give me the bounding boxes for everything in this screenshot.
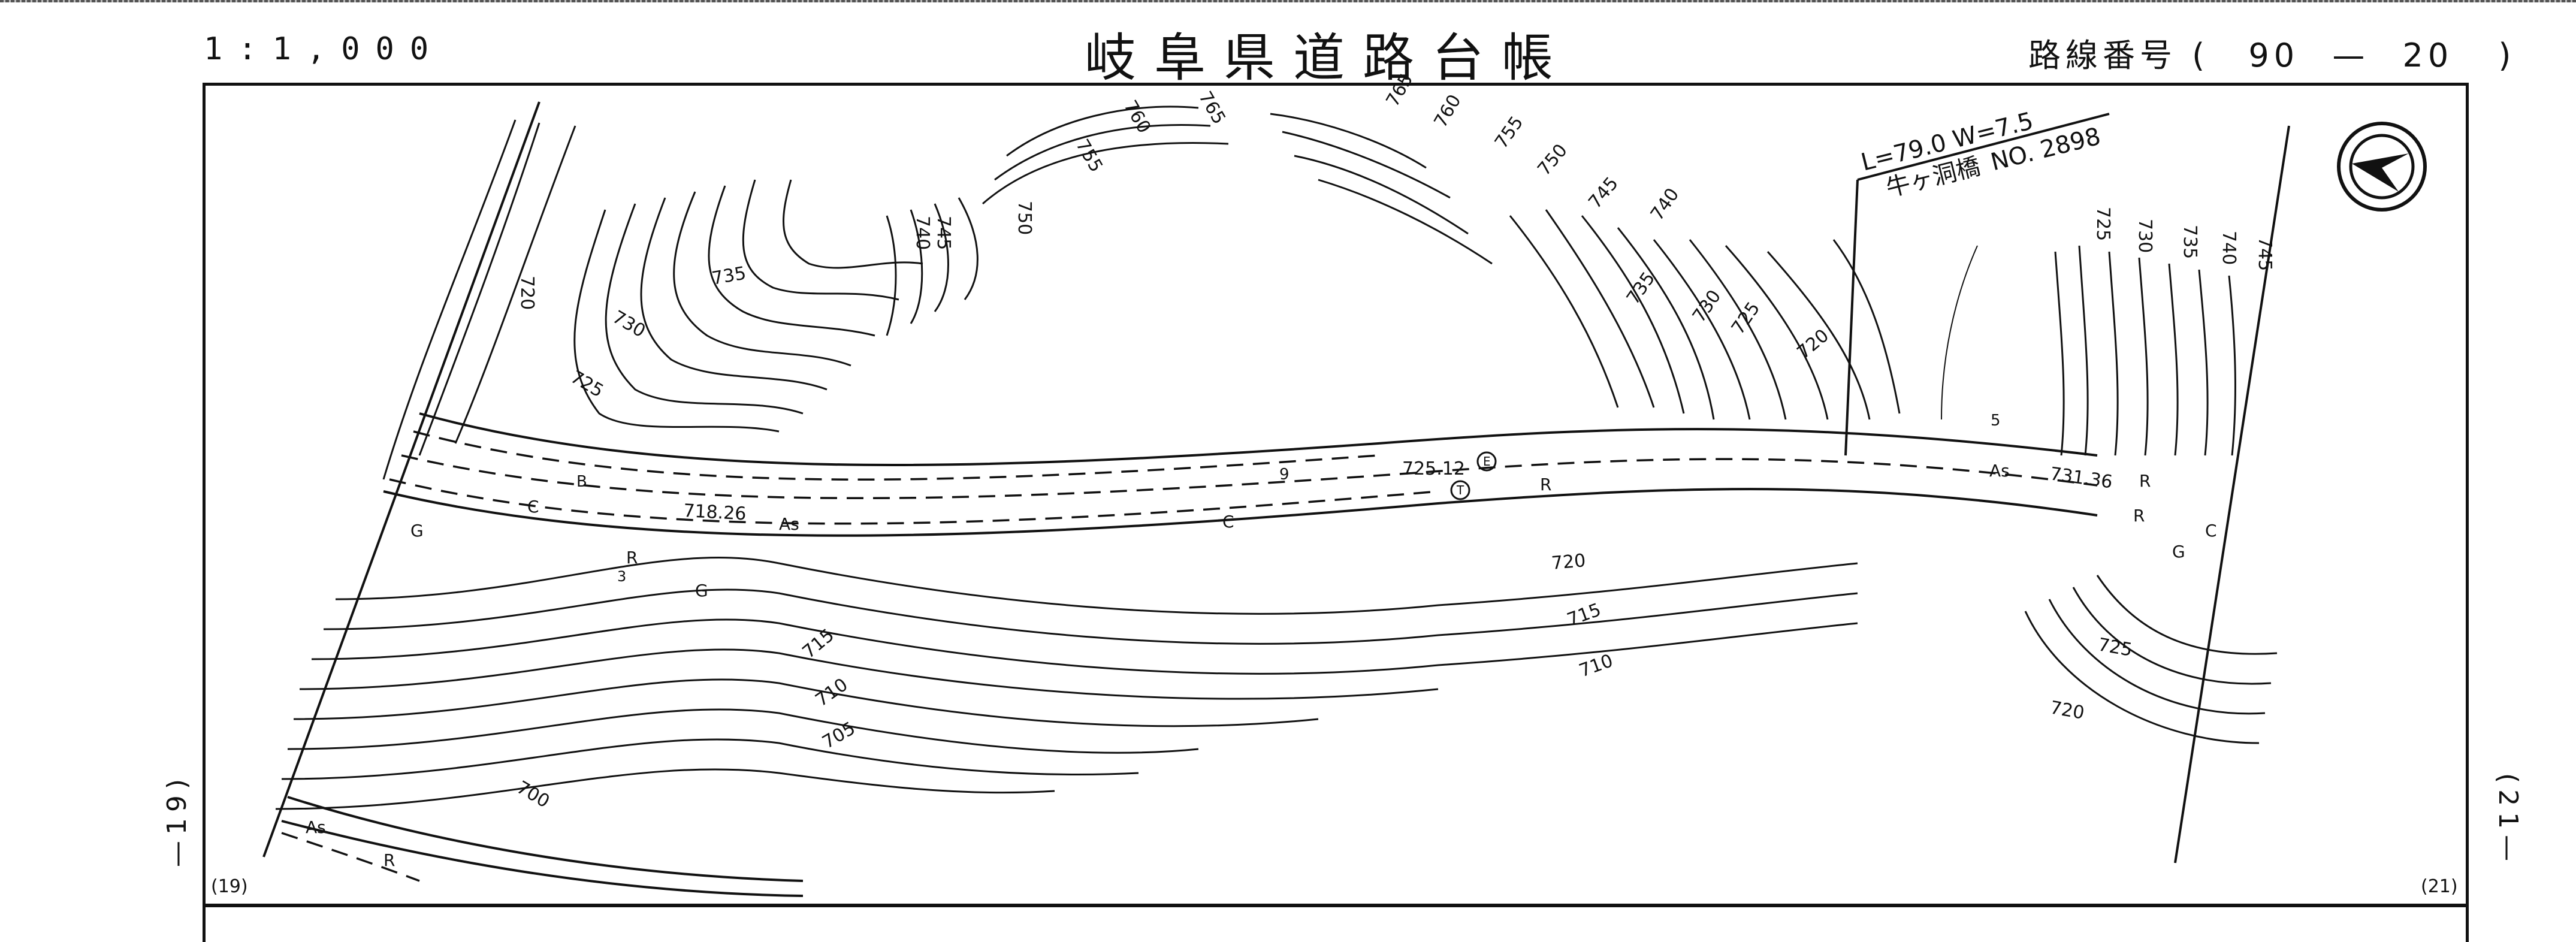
- guardrail-label-1: G: [410, 521, 424, 541]
- contour-label: 710: [812, 674, 852, 711]
- curb-label-2: C: [1222, 512, 1234, 532]
- electric-pole-icon: E: [1476, 451, 1497, 472]
- asphalt-label-1: As: [779, 514, 799, 534]
- number-3-label: 3: [617, 568, 626, 585]
- contour-label: 705: [819, 718, 859, 753]
- road: [383, 412, 2098, 537]
- retaining-label-4: R: [2133, 506, 2145, 526]
- contour-label: 720: [1551, 550, 1587, 574]
- contour-label: 765: [1194, 88, 1230, 128]
- contour-label: 760: [1119, 97, 1155, 137]
- contour-label: 720: [2049, 697, 2086, 723]
- next-page-reference[interactable]: (21): [2421, 876, 2458, 897]
- bridge-vertical-line: [1844, 179, 1859, 456]
- contour-label: 725: [2092, 207, 2113, 241]
- contour-label: 740: [1647, 185, 1684, 225]
- contour-label: 760: [1430, 91, 1466, 131]
- contour-label: 720: [1793, 325, 1833, 364]
- contour-label: 735: [1623, 268, 1660, 309]
- frame-right-extension: [2466, 907, 2469, 942]
- sheet-title: 岐阜県道路台帳: [1085, 28, 1571, 88]
- contour-label: 720: [517, 276, 537, 310]
- contour-label: 710: [1577, 650, 1616, 681]
- contours-lower-right: [2024, 575, 2278, 744]
- bridge-label: L=79.0 W=7.5 牛ヶ洞橋 NO. 2898: [1858, 107, 2103, 203]
- contour-label: 745: [2254, 237, 2275, 271]
- block-label: B: [576, 473, 587, 491]
- road-edge-north: [419, 412, 2098, 466]
- contour-label: 730: [2134, 219, 2155, 253]
- contours-hill: [982, 105, 1493, 265]
- road-shoulder-north: [413, 430, 1379, 481]
- bridge-leader-line: [1857, 113, 2110, 181]
- contour-label: 750: [1014, 201, 1035, 235]
- frame-left-extension: [203, 907, 206, 942]
- contour-label: 725: [567, 367, 607, 402]
- curb-label-1: C: [527, 497, 539, 517]
- contour-label: 725: [1728, 298, 1765, 339]
- retaining-label-5: R: [383, 850, 395, 870]
- telephone-pole-icon: T: [1450, 480, 1470, 500]
- contour-label: 715: [1565, 599, 1604, 630]
- contour-label: 700: [513, 777, 553, 813]
- contour-label: 765: [1382, 70, 1418, 110]
- contour-label: 745: [933, 216, 954, 250]
- contour-label: 755: [1491, 113, 1528, 153]
- road-edge-south: [383, 488, 2098, 537]
- curb-label-3: C: [2205, 521, 2217, 541]
- retaining-label-2: R: [1540, 475, 1551, 494]
- guardrail-label-3: G: [2172, 542, 2185, 561]
- next-page-number[interactable]: (21—: [2493, 773, 2523, 868]
- gutter-number: 9: [1279, 466, 1289, 484]
- map-boundary-left: [262, 101, 540, 858]
- asphalt-label-2: As: [1989, 461, 2010, 481]
- contour-label: 745: [1584, 173, 1623, 213]
- map-boundary-right: [2174, 125, 2290, 864]
- map-frame-bottom: [203, 904, 2469, 907]
- contour-label: 740: [2218, 231, 2239, 265]
- bottom-left-road: [281, 796, 804, 897]
- svg-text:T: T: [1456, 483, 1464, 497]
- map-frame: [203, 83, 2469, 904]
- route-open-paren: (: [2192, 37, 2210, 74]
- route-minor: 20: [2402, 37, 2454, 74]
- contour-label: 750: [1533, 140, 1572, 180]
- svg-text:E: E: [1483, 454, 1491, 469]
- contour-label: 740: [912, 216, 933, 250]
- route-dash: —: [2332, 37, 2370, 74]
- map-scale: 1:1,000: [204, 31, 445, 67]
- contour-label: 735: [710, 262, 747, 289]
- route-close-paren: ): [2498, 37, 2516, 74]
- road-centerline: [401, 454, 2098, 500]
- top-border-rule: [0, 0, 2576, 2]
- contours-lower: [275, 557, 1858, 810]
- retaining-label-3: R: [2139, 471, 2151, 491]
- contours-right-hill: [2054, 245, 2236, 456]
- route-number-label: 路線番号: [2028, 37, 2177, 74]
- route-major: 90: [2248, 37, 2300, 74]
- asphalt-label-3: As: [306, 817, 326, 837]
- contours-right-slope: [1509, 209, 1978, 420]
- contour-label: 715: [799, 625, 838, 663]
- guardrail-label-2: G: [695, 581, 708, 600]
- elevation-point-1: 718.26: [683, 500, 747, 524]
- elevation-point-2: 725.12: [1402, 458, 1465, 479]
- retaining-label-1: R: [626, 548, 638, 567]
- route-number: 路線番号 ( 90 — 20 ): [2028, 29, 2515, 76]
- number-5-label: 5: [1991, 412, 2001, 430]
- contour-label: 725: [2097, 634, 2134, 660]
- contour-label: 735: [2179, 225, 2200, 259]
- contour-label: 730: [1689, 286, 1726, 327]
- contours-upper-left: [382, 119, 979, 480]
- prev-page-reference[interactable]: (19): [211, 876, 248, 897]
- north-arrow-icon: [2337, 122, 2427, 212]
- elevation-point-3: 731.36: [2049, 463, 2114, 493]
